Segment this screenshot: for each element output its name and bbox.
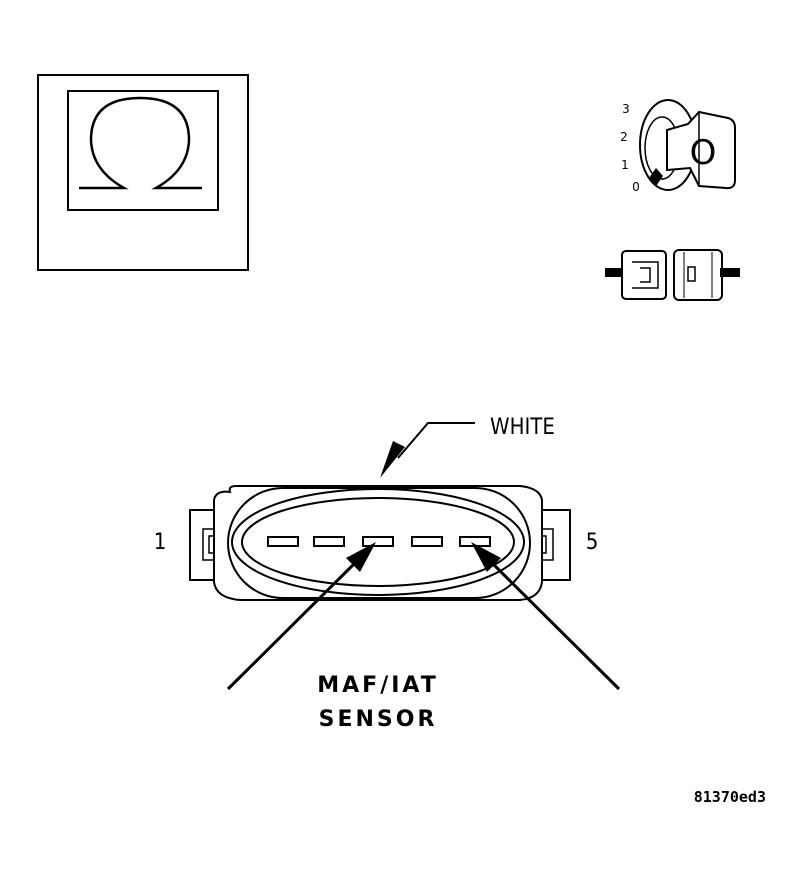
figure-id: 81370ed3 xyxy=(694,788,766,806)
connector-cavity xyxy=(411,536,443,547)
pin-number-last: 5 xyxy=(586,530,599,555)
sensor-pointer-arrows xyxy=(226,542,621,691)
component-label-line1: MAF/IAT xyxy=(317,673,439,698)
connector-cavity xyxy=(313,536,345,547)
connector-color-callout: WHITE xyxy=(380,415,555,478)
ignition-position-0: 0 xyxy=(632,180,640,194)
component-label-line2: SENSOR xyxy=(319,707,438,732)
ignition-position-2: 2 xyxy=(620,130,628,144)
ignition-key-icon: 3 2 1 0 O xyxy=(620,99,736,194)
connector-disconnected-icon xyxy=(605,249,740,301)
ignition-position-1: 1 xyxy=(621,158,629,172)
connector-color-label: WHITE xyxy=(490,415,555,440)
ignition-key-letter: O xyxy=(690,133,717,173)
ignition-position-3: 3 xyxy=(622,102,630,116)
connector-cavity xyxy=(362,536,394,547)
pin-number-first: 1 xyxy=(154,530,167,555)
ohmmeter-omega-icon xyxy=(37,74,249,271)
connector-cavity xyxy=(267,536,299,547)
maf-iat-connector xyxy=(189,485,571,601)
